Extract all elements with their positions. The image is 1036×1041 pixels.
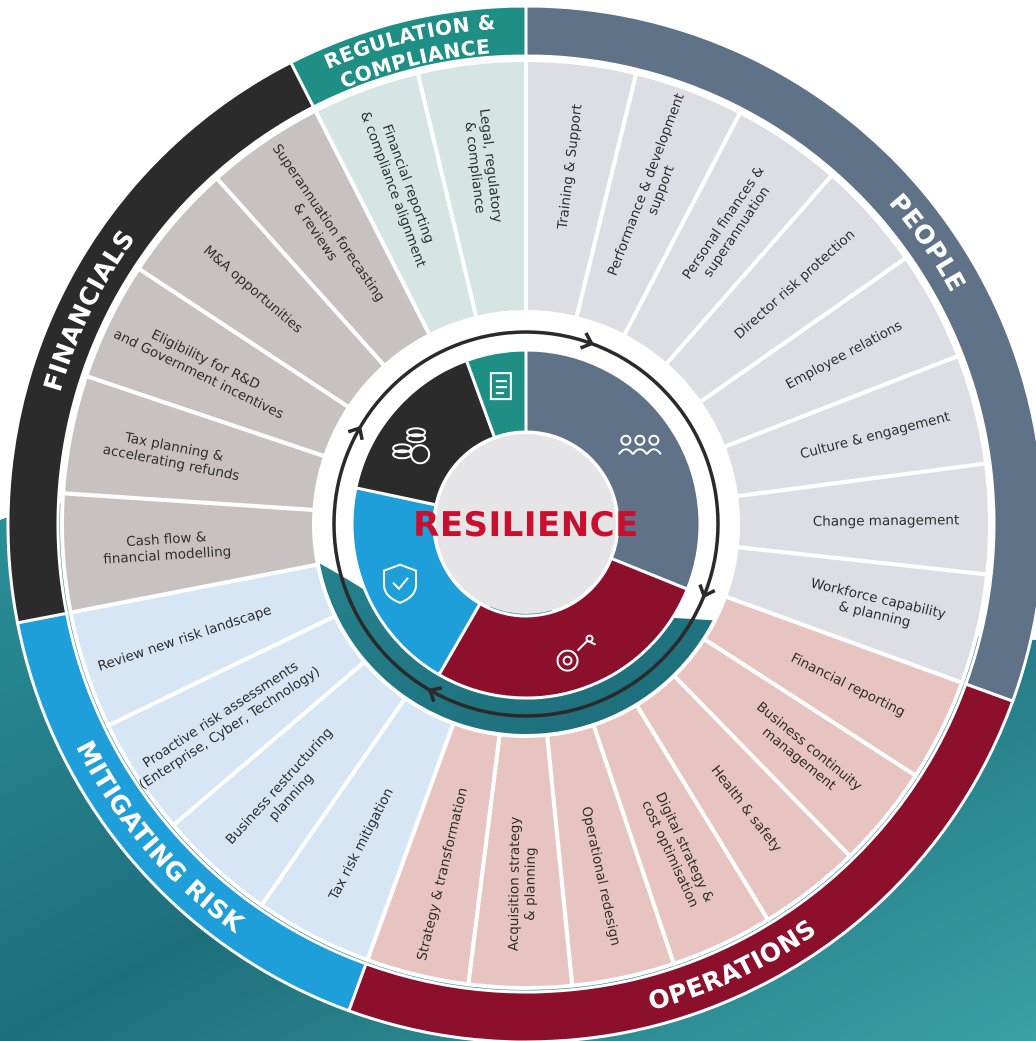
document-icon [489,372,512,401]
cycle-ring [332,330,720,718]
shield-check-icon [383,563,418,604]
regulation-category-band [288,4,528,110]
gear-icon [556,634,596,672]
coins-icon [392,427,431,465]
center-circle [436,434,616,614]
people-inner-sector [524,348,702,592]
regulation-segment [415,57,528,321]
cycle-arrow-icon [579,332,595,350]
operations-segment-label: Acquisition strategy& planning [506,817,540,952]
operations-inner-sector [436,556,690,700]
center-title: RESILIENCE [413,505,639,545]
cycle-arrow-icon [347,425,364,441]
people-icon [618,434,662,455]
cycle-arrow-icon [427,686,443,703]
people-segment-label: Change management [813,512,960,530]
cycle-arrow-icon [698,583,716,599]
